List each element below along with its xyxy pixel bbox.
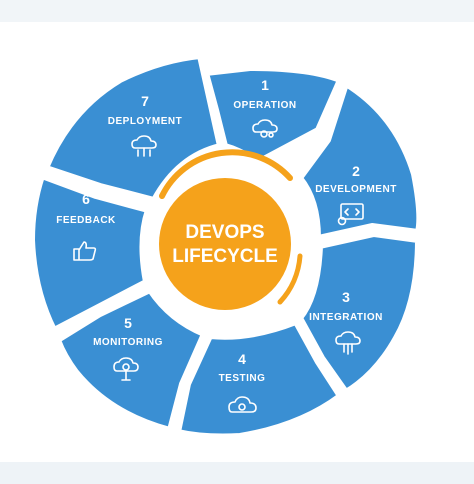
stage-number: 3 [342,289,350,305]
stage-feedback[interactable]: 6 FEEDBACK [29,173,151,333]
stage-development[interactable]: 2 DEVELOPMENT [297,81,423,241]
stage-number: 4 [238,351,246,367]
segment-feedback [29,173,151,333]
accent-arc-top [159,149,293,199]
segment-development [297,81,423,241]
stage-operation[interactable]: 1 OPERATION [203,65,343,165]
stage-number: 6 [82,191,90,207]
code-monitor-icon [337,203,364,226]
cloud-deploy-icon [131,135,157,157]
stage-deployment[interactable]: 7 DEPLOYMENT [43,53,223,203]
segment-operation [203,65,343,165]
stage-integration[interactable]: 3 INTEGRATION [297,231,421,395]
center-title-line1: DEVOPS [185,222,264,243]
stage-label: DEPLOYMENT [108,116,182,127]
cloud-check-icon [228,396,257,413]
stage-number: 2 [352,163,360,179]
center-disc [159,178,291,310]
stage-testing[interactable]: 4 TESTING [175,319,343,440]
segment-deployment [43,53,223,203]
stage-label: FEEDBACK [56,215,116,226]
stage-label: MONITORING [93,337,163,348]
cloud-network-icon [335,331,361,355]
cloud-gear-icon [252,119,278,138]
accent-arc-right [277,253,303,305]
stage-label: TESTING [219,373,266,384]
stage-number: 7 [141,93,149,109]
center-title-line2: LIFECYCLE [172,246,278,267]
stage-label: OPERATION [233,100,296,111]
segment-testing [175,319,343,440]
thumbs-up-icon [73,241,97,261]
stage-label: DEVELOPMENT [315,184,397,195]
bottom-band [0,462,474,484]
segment-integration [297,231,421,395]
monitor-cloud-icon [113,357,139,381]
stage-number: 1 [261,77,269,93]
top-band [0,0,474,22]
stage-label: INTEGRATION [309,312,383,323]
stage-number: 5 [124,315,132,331]
stage-monitoring[interactable]: 5 MONITORING [55,287,207,433]
